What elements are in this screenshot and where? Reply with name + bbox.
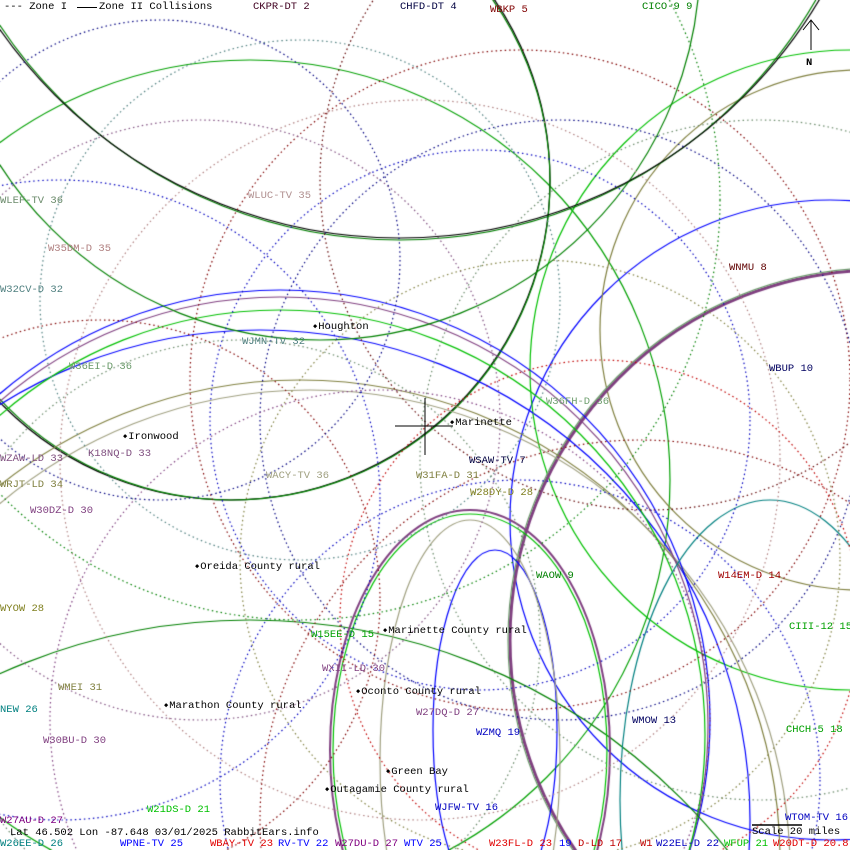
station-label[interactable]: D-LD 17 xyxy=(578,838,623,850)
place-marker[interactable]: Marinette xyxy=(450,417,512,429)
coordinates-readout: Lat 46.502 Lon -87.648 03/01/2025 Rabbit… xyxy=(10,827,319,839)
station-label[interactable]: WSAW-TV 7 xyxy=(469,455,526,467)
station-label[interactable]: W26EE-D 26 xyxy=(0,838,64,850)
station-label[interactable]: W27AU-D 27 xyxy=(0,815,64,827)
station-label[interactable]: 19 xyxy=(559,838,572,850)
station-label[interactable]: W1 xyxy=(640,838,653,850)
station-label[interactable]: CHCH-5 18 xyxy=(786,724,843,736)
station-label[interactable]: WLEF-TV 36 xyxy=(0,195,64,207)
compass-north: N xyxy=(806,57,813,69)
station-label[interactable]: W32CV-D 32 xyxy=(0,284,64,296)
station-label[interactable]: WAOW 9 xyxy=(536,570,574,582)
station-label[interactable]: WNMU 8 xyxy=(729,262,767,274)
station-label[interactable]: W30BU-D 30 xyxy=(43,735,107,747)
station-label[interactable]: W28DY-D 28 xyxy=(470,487,534,499)
place-marker[interactable]: Marinette County rural xyxy=(383,625,527,637)
station-label[interactable]: W14EM-D 14 xyxy=(718,570,782,582)
station-label[interactable]: W36EI-D 36 xyxy=(69,361,133,373)
legend-zone1: --- Zone I xyxy=(4,1,68,13)
station-label[interactable]: W36FH-D 36 xyxy=(546,396,610,408)
station-label[interactable]: RV-TV 22 xyxy=(278,838,329,850)
station-label[interactable]: W22EL-D 22 xyxy=(656,838,720,850)
legend-zone2: Zone II Collisions xyxy=(75,1,213,13)
place-marker[interactable]: Oconto County rural xyxy=(356,686,481,698)
place-marker[interactable]: Outagamie County rural xyxy=(325,784,469,796)
station-label[interactable]: W27DU-D 27 xyxy=(335,838,399,850)
station-label[interactable]: W23FL-D 23 xyxy=(489,838,553,850)
station-label[interactable]: CKPR-DT 2 xyxy=(253,1,310,13)
station-label[interactable]: WZAW-LD 33 xyxy=(0,453,64,465)
station-label[interactable]: WTOM-TV 16 xyxy=(785,812,849,824)
place-marker[interactable]: Houghton xyxy=(313,321,368,333)
place-marker[interactable]: Green Bay xyxy=(386,766,448,778)
place-marker[interactable]: Oreida County rural xyxy=(195,561,320,573)
station-label[interactable]: W27DQ-D 27 xyxy=(416,707,480,719)
place-marker[interactable]: Marathon County rural xyxy=(164,700,301,712)
station-label[interactable]: WZMQ 19 xyxy=(476,727,521,739)
station-label[interactable]: WJMN-TV 32 xyxy=(242,336,306,348)
station-label[interactable]: NEW 26 xyxy=(0,704,38,716)
station-label[interactable]: WPNE-TV 25 xyxy=(120,838,184,850)
station-label[interactable]: W35DM-D 35 xyxy=(48,243,112,255)
station-label[interactable]: WXII-LD 30 xyxy=(322,663,386,675)
station-label[interactable]: WMEI 31 xyxy=(58,682,103,694)
station-label[interactable]: WTV 25 xyxy=(404,838,442,850)
station-label[interactable]: W30DZ-D 30 xyxy=(30,505,94,517)
station-label[interactable]: K18NQ-D 33 xyxy=(88,448,152,460)
north-arrow-icon xyxy=(802,19,820,50)
station-label[interactable]: WFUP 21 xyxy=(724,838,769,850)
station-label[interactable]: CIII-12 15 xyxy=(789,621,850,633)
station-label[interactable]: WBKP 5 xyxy=(490,4,528,16)
station-label[interactable]: WYOW 28 xyxy=(0,603,45,615)
location-crosshair xyxy=(395,398,453,455)
station-label[interactable]: W31FA-D 31 xyxy=(416,470,480,482)
station-label[interactable]: W15EE-D 15 xyxy=(311,629,375,641)
station-label[interactable]: WMOW 13 xyxy=(632,715,677,727)
station-label[interactable]: CHFD-DT 4 xyxy=(400,1,457,13)
station-label[interactable]: WBUP 10 xyxy=(769,363,814,375)
station-label[interactable]: W21DS-D 21 xyxy=(147,804,211,816)
station-label[interactable]: W20DT-D 20.8 xyxy=(773,838,849,850)
station-label[interactable]: WRJT-LD 34 xyxy=(0,479,64,491)
place-marker[interactable]: Ironwood xyxy=(123,431,178,443)
station-label[interactable]: CICO-9 9 xyxy=(642,1,693,13)
station-label[interactable]: WLUC-TV 35 xyxy=(248,190,312,202)
station-label[interactable]: WJFW-TV 16 xyxy=(435,802,499,814)
station-label[interactable]: WBAY-TV 23 xyxy=(210,838,274,850)
scale-label: Scale 20 miles xyxy=(752,826,841,838)
station-label[interactable]: WACY-TV 36 xyxy=(266,470,330,482)
